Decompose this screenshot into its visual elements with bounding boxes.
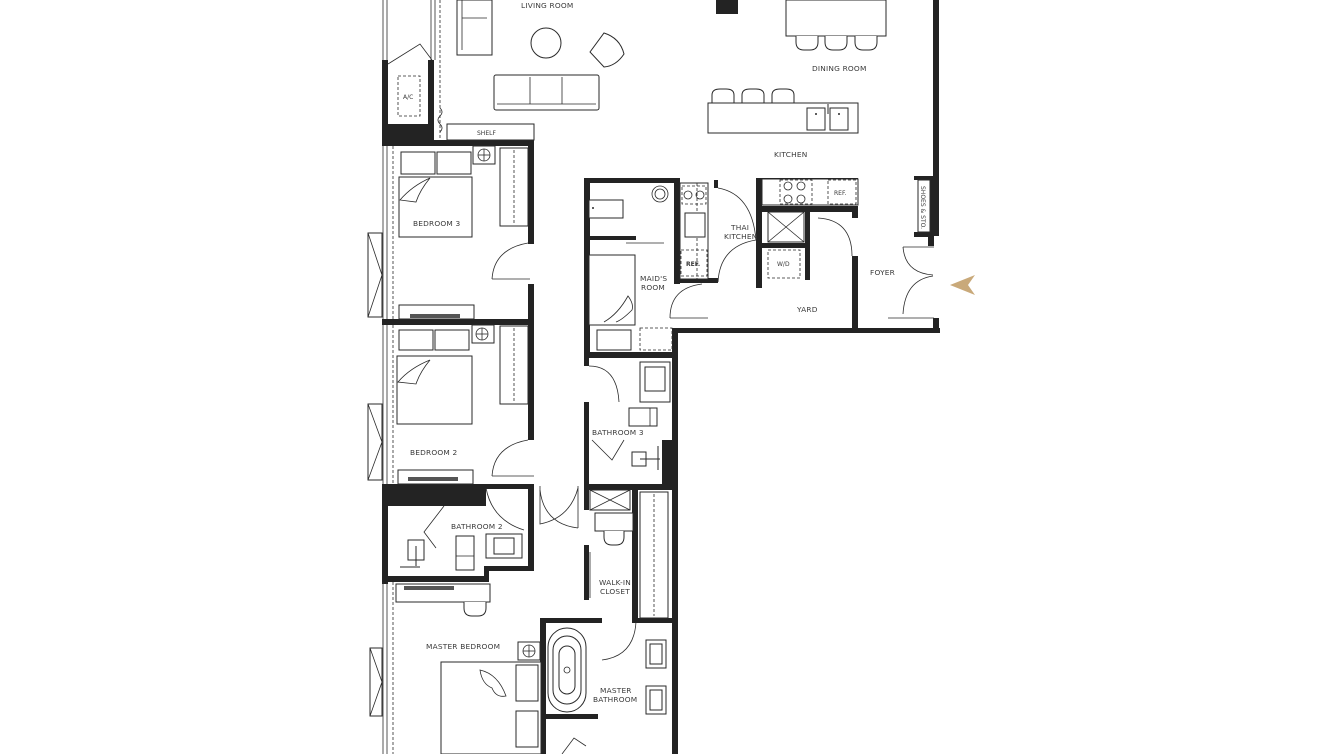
room-label-walk-in-closet-2: CLOSET [600, 587, 630, 596]
bedroom-3: BEDROOM 3 [398, 145, 530, 320]
master-bathroom: MASTER BATHROOM [547, 621, 667, 754]
room-label-thai-kitchen-1: THAI [730, 223, 749, 232]
yard: W/D YARD [767, 211, 853, 314]
entrance-arrow-icon [950, 275, 975, 295]
bedroom-2: BEDROOM 2 [396, 324, 534, 485]
fixture-label-shoes-storage: SHOES & STO. [919, 186, 926, 229]
room-label-master-bedroom: MASTER BEDROOM [426, 642, 500, 651]
fixture-label-ac: A/C [403, 94, 413, 101]
fixture-label-shelf: SHELF [477, 130, 496, 137]
room-label-foyer: FOYER [870, 268, 895, 277]
bathroom-3: BATHROOM 3 [588, 361, 671, 470]
master-bedroom: MASTER BEDROOM [395, 583, 542, 754]
windows [367, 0, 441, 754]
room-label-dining-room: DINING ROOM [812, 64, 867, 73]
room-label-bathroom-2: BATHROOM 2 [451, 522, 503, 531]
kitchen: KITCHEN REF. [707, 88, 859, 206]
walk-in-closet: WALK-IN CLOSET [589, 489, 669, 619]
room-label-maids-room-2: ROOM [641, 283, 665, 292]
room-label-master-bathroom-2: BATHROOM [593, 695, 637, 704]
room-label-bathroom-3: BATHROOM 3 [592, 428, 644, 437]
fixture-label-ref-thai: REF. [686, 261, 700, 268]
bathroom-2: BATHROOM 2 [400, 487, 579, 571]
fixture-label-washer-dryer: W/D [777, 261, 790, 268]
living-room: LIVING ROOM A/C SHELF [397, 0, 625, 141]
foyer: SHOES & STO. FOYER [870, 179, 975, 319]
room-label-yard: YARD [796, 305, 818, 314]
fixture-label-ref-kitchen: REF. [834, 190, 846, 197]
room-label-maids-room-1: MAID'S [640, 274, 667, 283]
room-label-living-room: LIVING ROOM [521, 1, 573, 10]
room-label-thai-kitchen-2: KITCHEN [724, 232, 757, 241]
dining-room: DINING ROOM [785, 0, 887, 73]
thai-kitchen: REF. THAI KITCHEN [679, 182, 757, 283]
room-label-bedroom-2: BEDROOM 2 [410, 448, 457, 457]
room-label-bedroom-3: BEDROOM 3 [413, 219, 461, 228]
room-label-kitchen: KITCHEN [774, 150, 807, 159]
walls [382, 0, 940, 754]
maids-room: MAID'S ROOM [588, 185, 708, 351]
room-label-walk-in-closet-1: WALK-IN [599, 578, 631, 587]
room-label-master-bathroom-1: MASTER [600, 686, 632, 695]
